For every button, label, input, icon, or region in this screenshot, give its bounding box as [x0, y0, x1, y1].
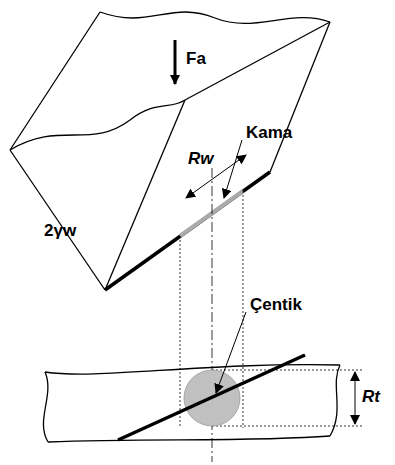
part-label: Kama	[246, 124, 292, 141]
angle-label: 2γw	[44, 222, 76, 239]
dimension-label: Rt	[362, 388, 380, 405]
force-label: Fa	[186, 50, 206, 67]
part-label: Çentik	[250, 296, 302, 313]
dimension-label: Rw	[188, 150, 214, 167]
